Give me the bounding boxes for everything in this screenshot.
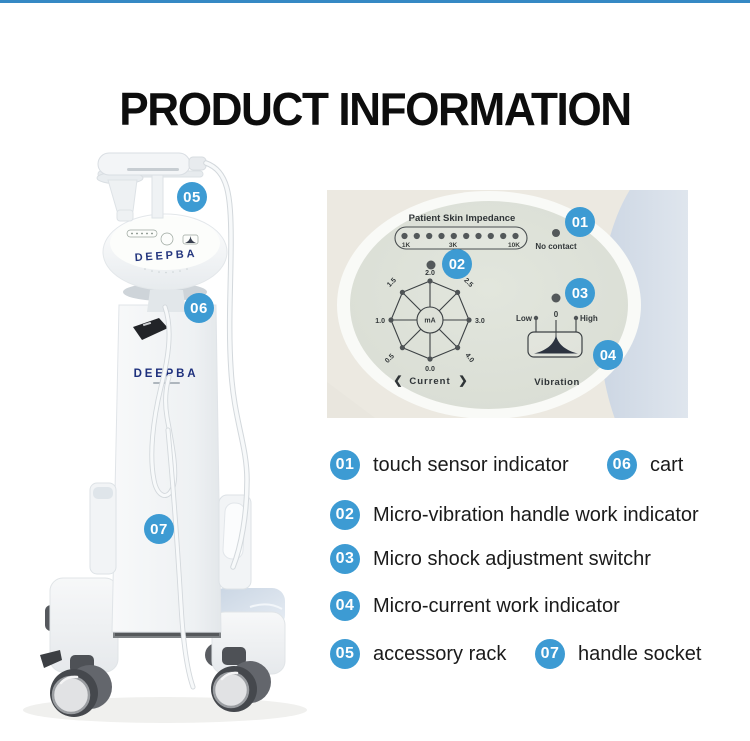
callout-badge-04-num: 04 [600,348,616,364]
callout-badge-03 [565,278,595,308]
impedance-tick-10k: 10K [508,242,520,249]
current-right-chevron: ❯ [458,375,467,387]
head-print-dots [131,232,153,235]
vibration-zero: 0 [554,310,559,319]
strap-tag [133,318,168,340]
legend-item-06: 06 cart [607,450,683,480]
callout-badge-01 [565,207,595,237]
vibration-led [551,293,561,303]
vibration-high: High [580,314,598,323]
handle-cable [149,304,196,690]
svg-text:1.5: 1.5 [386,277,398,289]
callout-badge-06: 06 [184,293,214,323]
legend-item-01: 01 touch sensor indicator [330,450,569,480]
legend-label-07: handle socket [578,642,702,665]
neck [147,290,186,312]
page-title: PRODUCT INFORMATION [119,82,632,135]
legend-label-06: cart [650,453,684,476]
callout-badge-07: 07 [144,514,174,544]
svg-text:1.0: 1.0 [375,318,385,325]
legend-badge-06: 06 [607,450,637,480]
legend-item-04: 04 Micro-current work indicator [330,591,620,621]
legend-item-03: 03 Micro shock adjustment switchr [330,544,651,574]
head-print-pill [126,229,158,238]
legend-label-02: Micro-vibration handle work indicator [373,503,699,526]
legend-badge-05: 05 [330,639,360,669]
current-label-row: ❮ Current ❯ [393,375,467,387]
vibration-low: Low [516,314,533,323]
svg-text:2.0: 2.0 [425,270,435,277]
legend-item-07: 07 handle socket [535,639,701,669]
base-shadow-dark [115,633,219,636]
foot-molding-line [249,603,283,610]
impedance-pill [394,226,528,250]
strap-highlight [142,321,152,327]
svg-text:0.5: 0.5 [384,353,396,365]
impedance-title: Patient Skin Impedance [409,213,516,224]
callout-badge-04 [593,340,623,370]
vibration-label: Vibration [534,377,580,388]
brand-logo-head: DEEPBA [134,248,197,264]
side-pocket-left-inner [93,487,113,499]
legend-badge-02: 02 [330,500,360,530]
device-cart-photo: DEEPBA DEEPBA [23,152,307,723]
svg-text:0.0: 0.0 [425,366,435,373]
current-dial-dots [388,278,472,362]
current-left-chevron: ❮ [393,375,402,387]
vibration-wave-glyph [534,335,578,354]
svg-text:2.5: 2.5 [462,277,474,289]
probe-tip [116,209,134,222]
dial-unit: mA [424,318,435,325]
callout-badge-05-num: 05 [183,188,201,206]
legend-badge-01: 01 [330,450,360,480]
legend-item-05: 05 accessory rack [330,639,506,669]
caster-front-left [50,655,112,717]
head-dot-arc [144,268,188,274]
callout-badge-02-num: 02 [449,257,465,273]
top-accent-bar [0,0,750,3]
no-contact-label: No contact [535,242,577,251]
impedance-leds [401,232,519,240]
legend-badge-03: 03 [330,544,360,574]
legend-badge-04: 04 [330,591,360,621]
probe-cable [203,160,250,570]
legend-label-03: Micro shock adjustment switchr [373,547,651,570]
photo-corner-wedge [327,382,375,418]
head-print-dial [160,232,174,246]
head-print-triangle [185,236,196,243]
callout-badge-06-num: 06 [190,299,208,317]
side-pocket-left [89,482,117,575]
head-print-vib [182,234,199,245]
current-label: Current [409,376,450,387]
caster-front-right [211,647,271,712]
callout-badge-01-num: 01 [572,215,588,231]
dial-scale-labels: 2.0 2.5 3.0 4.0 0.0 0.5 1.0 1.5 [375,270,485,373]
svg-text:3.0: 3.0 [475,318,485,325]
legend-label-04: Micro-current work indicator [373,594,620,617]
probe-handle [97,152,191,176]
legend-badge-07: 07 [535,639,565,669]
probe-slot [127,168,179,171]
handle-work-led [426,260,436,270]
svg-text:4.0: 4.0 [463,352,475,364]
legend-label-05: accessory rack [373,642,507,665]
rack-post [151,170,164,219]
impedance-tick-3k: 3K [449,242,458,249]
legend-item-02: 02 Micro-vibration handle work indicator [330,500,699,530]
callout-badge-02 [442,249,472,279]
callout-badge-05: 05 [177,182,207,212]
no-contact-led [552,229,560,237]
control-panel-photo: Patient Skin Impedance 1K 3K 10K No cont… [327,190,688,418]
legend-label-01: touch sensor indicator [373,453,569,476]
probe-cone [107,179,138,212]
callout-badge-07-num: 07 [150,520,168,538]
brake-pedal [40,650,62,668]
callout-badge-03-num: 03 [572,286,588,302]
impedance-tick-1k: 1K [402,242,411,249]
head-top-surface [110,216,220,270]
current-dial [390,280,470,360]
